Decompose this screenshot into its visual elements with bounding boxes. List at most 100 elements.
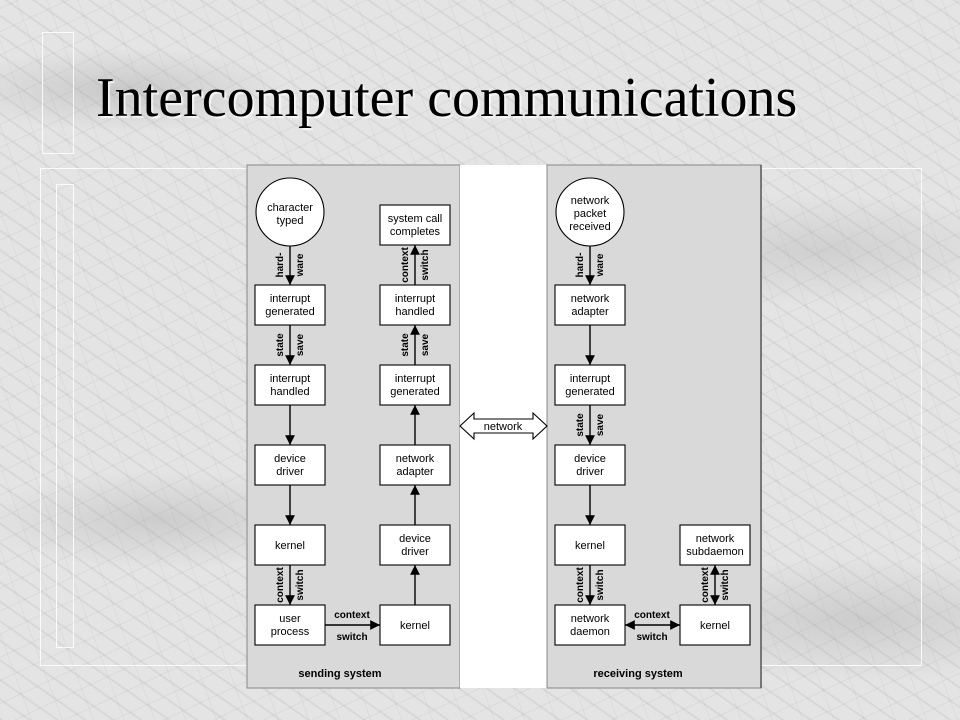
- node-line: system call: [388, 213, 442, 225]
- node-user-process: user process: [254, 604, 326, 646]
- node-kernel: kernel: [254, 524, 326, 566]
- node-network-packet-received: network packet received: [555, 177, 625, 247]
- network-label: network: [484, 421, 523, 433]
- node-line: handled: [270, 386, 309, 398]
- node-line: handled: [395, 306, 434, 318]
- node-line: interrupt: [270, 373, 310, 385]
- node-kernel-2: kernel: [379, 604, 451, 646]
- node-interrupt-generated-rx: interrupt generated: [554, 364, 626, 406]
- edge-label-context-switch-b: context switch: [334, 610, 370, 643]
- node-line: kernel: [275, 540, 305, 552]
- node-line: completes: [390, 226, 441, 238]
- node-line: device: [574, 453, 606, 465]
- node-line: adapter: [396, 466, 434, 478]
- edge-label-context-switch-a: context switch: [275, 567, 306, 603]
- node-network-adapter: network adapter: [379, 444, 451, 486]
- node-line: generated: [265, 306, 315, 318]
- edge-label-hardware-rx: hard- ware: [575, 253, 606, 278]
- edge-label-state-save-2: state save: [400, 333, 431, 357]
- edge-label-line: switch: [720, 569, 731, 600]
- node-kernel-rx: kernel: [554, 524, 626, 566]
- edge-label-line: switch: [336, 632, 367, 643]
- communication-diagram: network sending system receiving system …: [245, 163, 765, 690]
- sending-system-panel: [246, 164, 461, 689]
- edge-label-context-switch-rx-a: context switch: [575, 567, 606, 603]
- node-line: kernel: [400, 620, 430, 632]
- node-network-daemon: network daemon: [554, 604, 626, 646]
- node-line: network: [396, 453, 435, 465]
- edge-label-context-switch-c: context switch: [400, 247, 431, 283]
- edge-label-line: save: [295, 333, 306, 356]
- edge-label-line: switch: [295, 569, 306, 600]
- node-line: daemon: [570, 626, 610, 638]
- edge-label-line: state: [275, 333, 286, 357]
- node-network-adapter-rx: network adapter: [554, 284, 626, 326]
- node-line: interrupt: [570, 373, 610, 385]
- node-network-subdaemon: network subdaemon: [679, 524, 751, 566]
- node-line: process: [271, 626, 310, 638]
- edge-label-line: context: [634, 610, 670, 621]
- edge-label-line: ware: [595, 253, 606, 277]
- sending-system-label: sending system: [298, 668, 381, 680]
- edge-label-line: ware: [295, 253, 306, 277]
- edge-label-line: state: [400, 333, 411, 357]
- node-line: driver: [401, 546, 429, 558]
- edge-label-line: hard-: [575, 253, 586, 278]
- edge-label-line: switch: [636, 632, 667, 643]
- node-line: network: [696, 533, 735, 545]
- node-line: kernel: [575, 540, 605, 552]
- decor-bar-left-top: [42, 32, 74, 154]
- decor-bar-left-bottom: [56, 184, 74, 648]
- edge-label-line: state: [575, 413, 586, 437]
- edge-label-line: save: [595, 413, 606, 436]
- node-interrupt-handled-2: interrupt handled: [379, 284, 451, 326]
- node-line: user: [279, 613, 301, 625]
- node-character-typed: character typed: [255, 177, 325, 247]
- edge-label-hardware: hard- ware: [275, 253, 306, 278]
- node-interrupt-generated-2: interrupt generated: [379, 364, 451, 406]
- node-line: driver: [276, 466, 304, 478]
- node-line: adapter: [571, 306, 609, 318]
- edge-label-context-switch-rx-c: context switch: [700, 567, 731, 603]
- node-line: interrupt: [395, 293, 435, 305]
- edge-label-line: context: [700, 567, 711, 603]
- node-line: device: [274, 453, 306, 465]
- node-kernel-rx-2: kernel: [679, 604, 751, 646]
- node-device-driver-2: device driver: [379, 524, 451, 566]
- network-link: network: [459, 411, 548, 441]
- node-line: network: [571, 195, 610, 207]
- edge-label-state-save: state save: [275, 333, 306, 357]
- edge-label-line: context: [275, 567, 286, 603]
- node-line: network: [571, 293, 610, 305]
- node-line: device: [399, 533, 431, 545]
- edge-label-line: hard-: [275, 253, 286, 278]
- node-line: driver: [576, 466, 604, 478]
- edge-label-context-switch-rx-b: context switch: [634, 610, 670, 643]
- edge-label-line: switch: [595, 569, 606, 600]
- node-line: interrupt: [395, 373, 435, 385]
- edge-label-state-save-rx: state save: [575, 413, 606, 437]
- node-line: interrupt: [270, 293, 310, 305]
- node-device-driver-rx: device driver: [554, 444, 626, 486]
- node-interrupt-generated: interrupt generated: [254, 284, 326, 326]
- node-line: kernel: [700, 620, 730, 632]
- node-system-call-completes: system call completes: [379, 204, 451, 246]
- receiving-system-panel: [546, 164, 762, 689]
- node-line: typed: [277, 215, 304, 227]
- receiving-system-label: receiving system: [593, 668, 682, 680]
- node-line: generated: [565, 386, 615, 398]
- edge-label-line: context: [400, 247, 411, 283]
- edge-label-line: context: [334, 610, 370, 621]
- node-interrupt-handled: interrupt handled: [254, 364, 326, 406]
- edge-label-line: context: [575, 567, 586, 603]
- node-line: network: [571, 613, 610, 625]
- node-line: character: [267, 202, 313, 214]
- node-device-driver: device driver: [254, 444, 326, 486]
- edge-label-line: switch: [420, 249, 431, 280]
- edge-label-line: save: [420, 333, 431, 356]
- node-line: generated: [390, 386, 440, 398]
- node-line: packet: [574, 208, 606, 220]
- node-line: received: [569, 221, 611, 233]
- node-line: subdaemon: [686, 546, 744, 558]
- slide-title: Intercomputer communications: [96, 67, 798, 129]
